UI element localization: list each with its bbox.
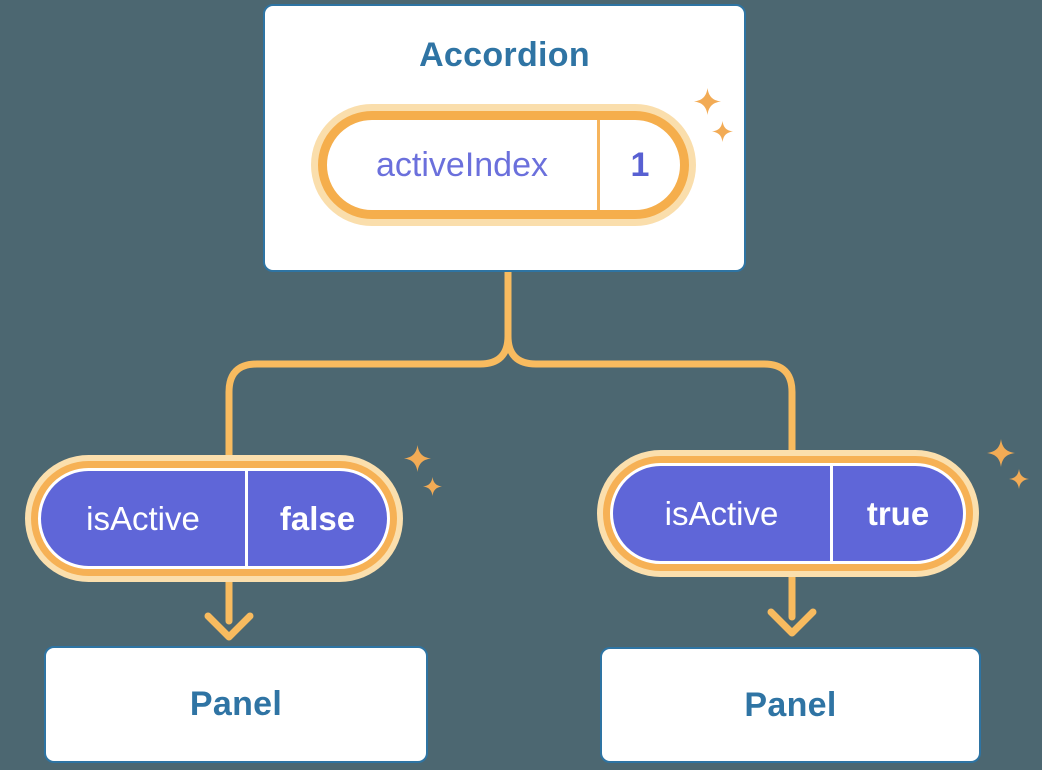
panel-title: Panel <box>744 685 837 724</box>
activeindex-pill: activeIndex 1 <box>318 111 689 219</box>
isactive-label: isActive <box>86 499 200 537</box>
isactive-pill-false: isActive false <box>38 468 390 569</box>
connector-right-branch <box>504 268 796 469</box>
isactive-pill-true: isActive true <box>610 463 966 564</box>
activeindex-value: 1 <box>630 145 650 184</box>
sparkle-icon <box>694 88 721 115</box>
accordion-title: Accordion <box>419 36 590 74</box>
panel-node-right: Panel <box>600 647 981 763</box>
connector-left-branch <box>225 268 512 474</box>
sparkle-icon <box>404 445 431 472</box>
panel-title: Panel <box>189 685 283 723</box>
sparkle-icon <box>987 439 1015 467</box>
activeindex-label: activeIndex <box>376 145 548 184</box>
sparkle-icon <box>423 477 442 496</box>
sparkle-icon <box>1009 469 1029 489</box>
pill-divider <box>597 120 600 210</box>
arrow-right-head <box>767 608 817 637</box>
sparkle-icon <box>712 121 733 142</box>
arrow-left-head <box>204 612 254 641</box>
pill-divider <box>830 466 833 561</box>
panel-node-left: Panel <box>44 646 428 763</box>
isactive-label: isActive <box>664 494 779 532</box>
isactive-value: false <box>279 499 356 537</box>
isactive-value: true <box>866 494 930 532</box>
pill-divider <box>245 471 248 566</box>
